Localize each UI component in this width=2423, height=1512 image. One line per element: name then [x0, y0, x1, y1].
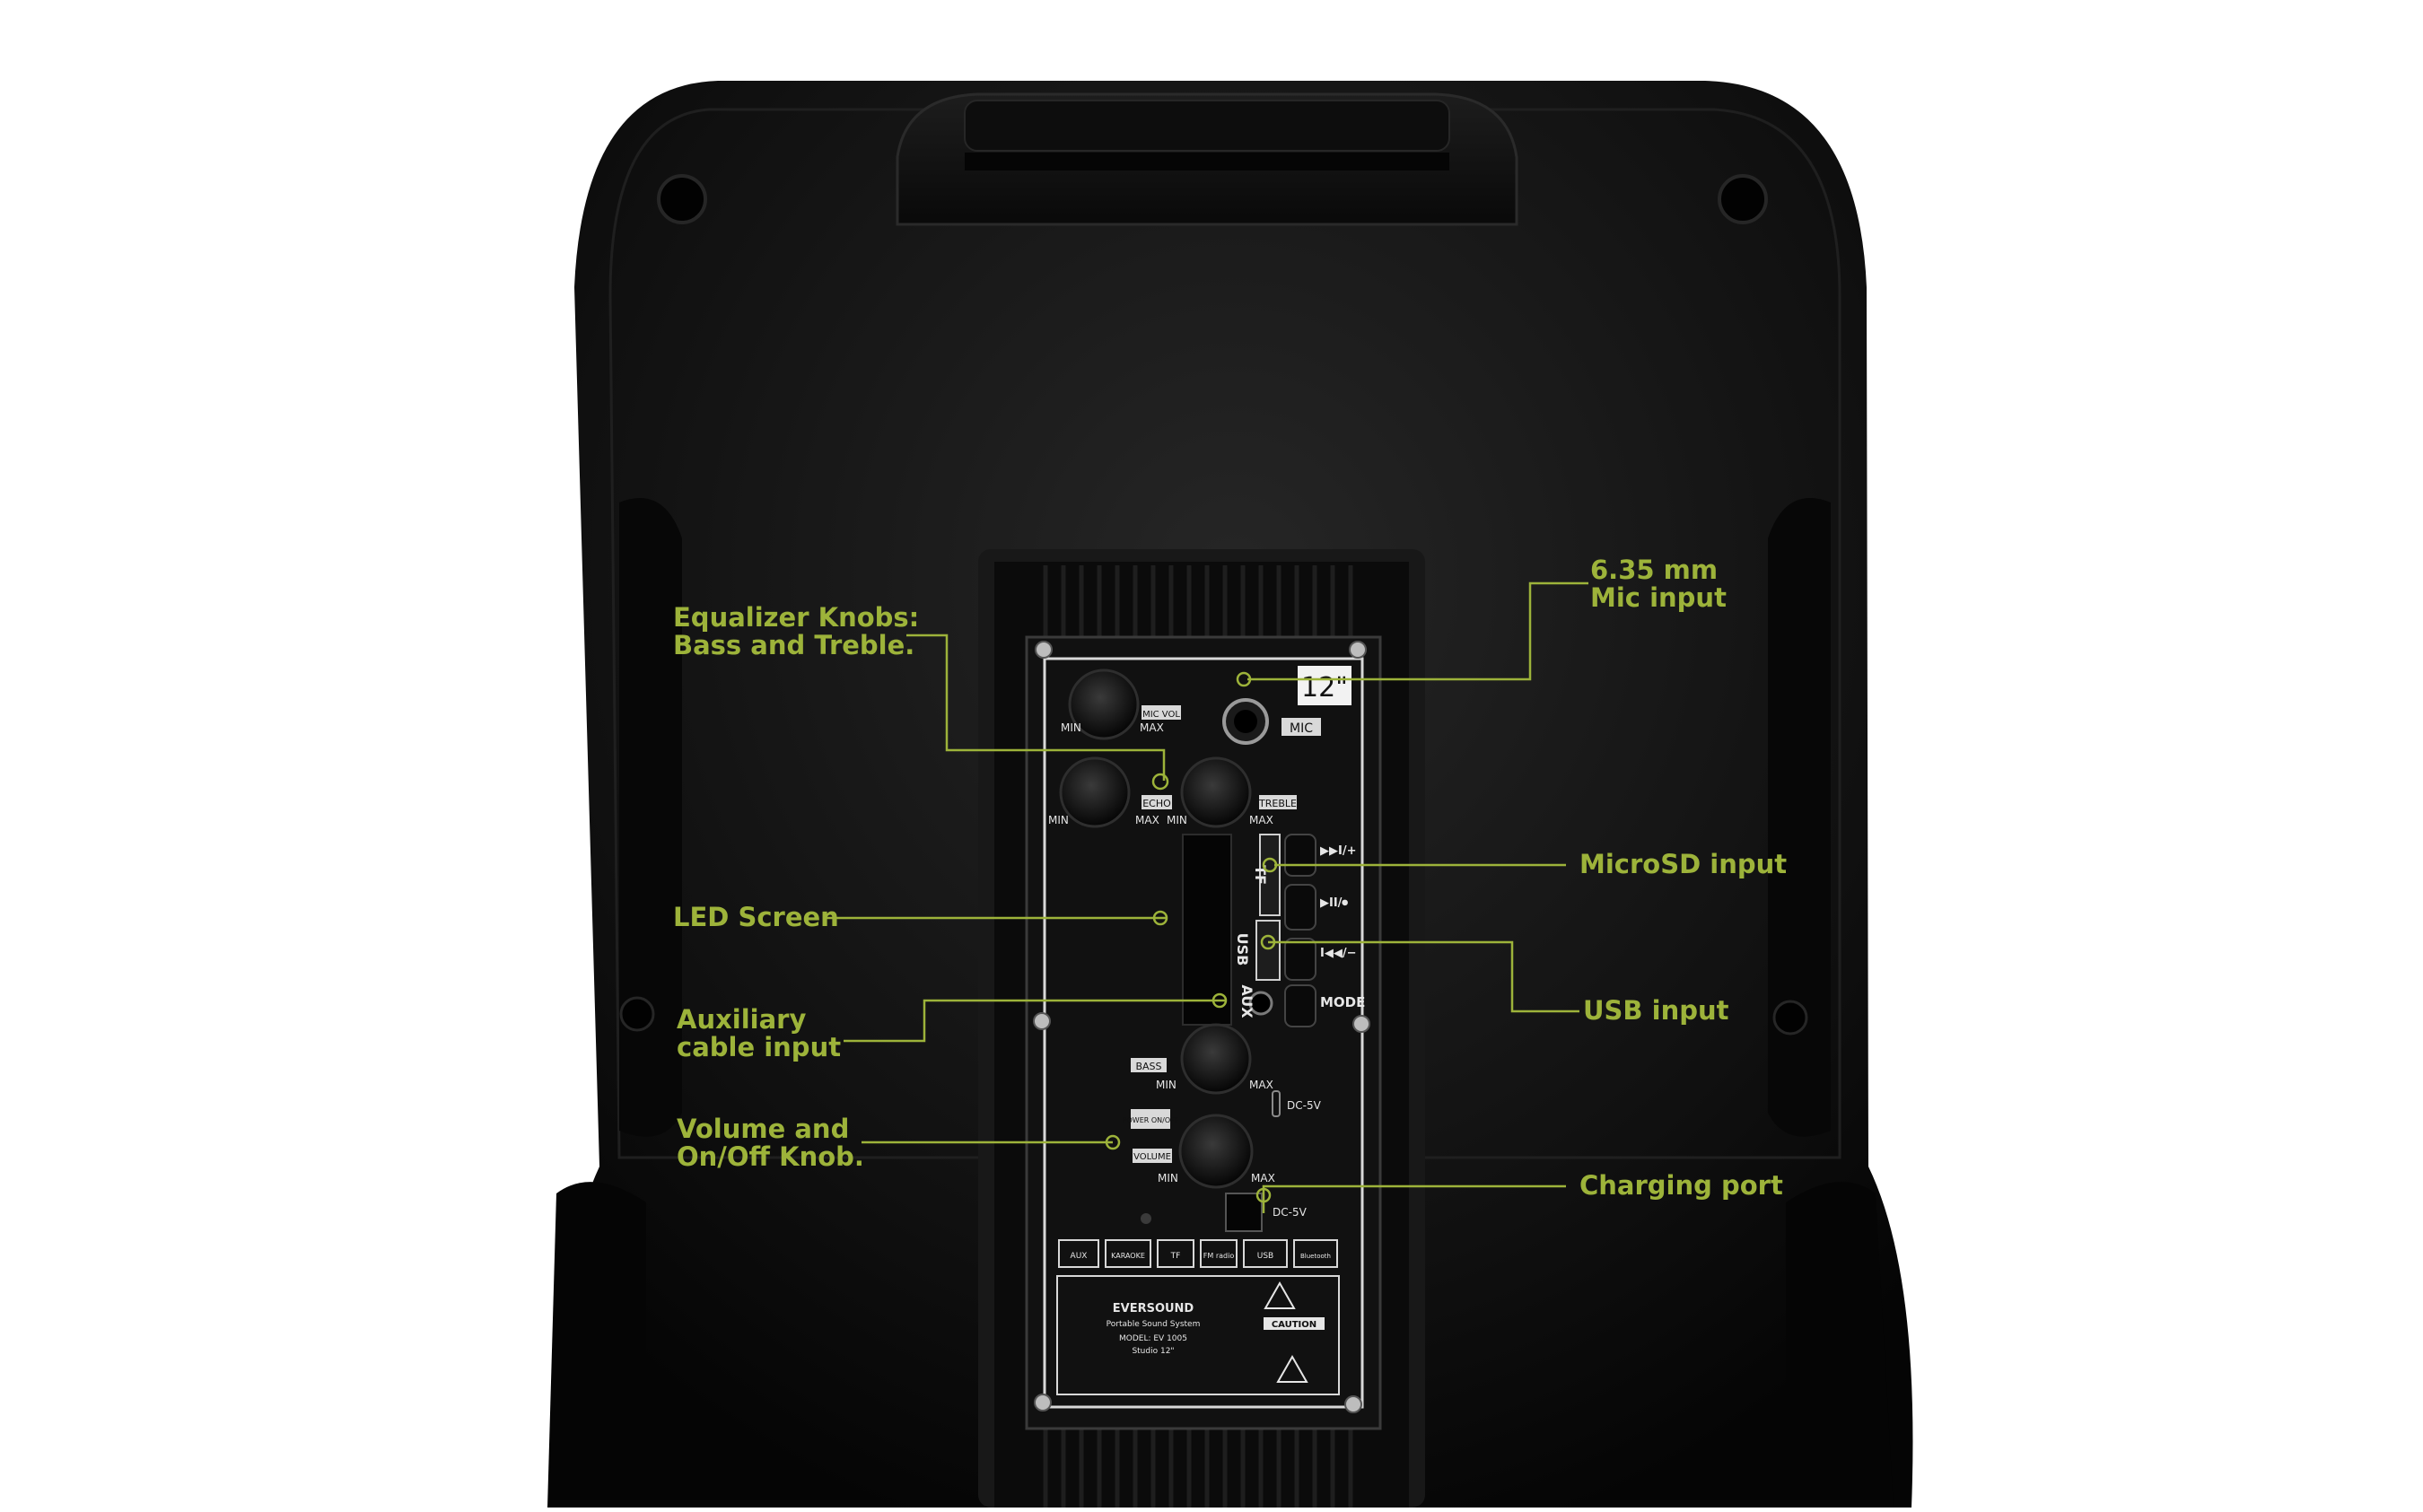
- treble-tag: TREBLE: [1258, 798, 1297, 809]
- product-line: Portable Sound System: [1107, 1320, 1201, 1329]
- next-button[interactable]: [1284, 834, 1316, 877]
- aux-leader: [844, 999, 1225, 1043]
- aux-dot: [1212, 992, 1228, 1009]
- charging-leader: [1262, 1184, 1566, 1213]
- tf-label: TF: [1252, 865, 1269, 885]
- aux-feature-icon: AUX: [1071, 1252, 1088, 1261]
- echo-min: MIN: [1048, 814, 1069, 826]
- warning-icon: [1264, 1280, 1296, 1309]
- dc-label-upper: DC-5V: [1287, 1099, 1322, 1112]
- mic-tag-box: [1281, 718, 1321, 736]
- charging-dot: [1255, 1187, 1272, 1203]
- callout-charging-port: Charging port: [1579, 1170, 1783, 1201]
- model-number: MODEL: EV 1005: [1119, 1334, 1187, 1343]
- equalizer-dot: [1151, 773, 1169, 791]
- bluetooth-feature-icon: Bluetooth: [1300, 1253, 1331, 1260]
- aux-label: AUX: [1238, 984, 1255, 1018]
- power-tag: POWER ON/OFF: [1123, 1116, 1179, 1124]
- volume-knob[interactable]: [1178, 1114, 1254, 1189]
- size-badge: 12": [1301, 672, 1348, 704]
- volume-tag-box: [1133, 1149, 1172, 1163]
- mic-vol-tag-box: [1142, 705, 1181, 720]
- power-tag-box: [1131, 1109, 1170, 1129]
- brand-name: EVERSOUND: [1113, 1302, 1194, 1315]
- echo-tag-box: [1142, 795, 1172, 809]
- echo-tag: ECHO: [1142, 798, 1171, 809]
- bass-max: MAX: [1249, 1079, 1273, 1091]
- mic-dot: [1236, 671, 1252, 687]
- electric-warning-icon: [1276, 1354, 1308, 1383]
- mic-vol-tag: MIC VOL: [1142, 710, 1180, 720]
- microsd-slot[interactable]: [1259, 834, 1281, 916]
- mic-tag: MIC: [1290, 721, 1313, 736]
- volume-dot: [1105, 1134, 1121, 1150]
- callout-lines: [826, 581, 1588, 1213]
- echo-knob[interactable]: [1059, 756, 1131, 828]
- callout-microsd-input: MicroSD input: [1579, 849, 1788, 879]
- play-pause-button[interactable]: [1284, 884, 1316, 931]
- callout-dots: [1105, 671, 1278, 1203]
- mic-leader: [1247, 581, 1588, 681]
- play-label: ▶II/⏺: [1320, 896, 1348, 910]
- indicator-led: [1141, 1213, 1151, 1224]
- treble-knob[interactable]: [1180, 756, 1252, 828]
- control-buttons: [1284, 834, 1316, 1027]
- volume-tag: VOLUME: [1133, 1152, 1171, 1162]
- callout-volume-knob: Volume and On/Off Knob.: [677, 1114, 864, 1172]
- panel-screws: [1033, 641, 1370, 1413]
- next-label: ▶▶I/+: [1320, 844, 1356, 858]
- prev-label: I◀◀/−: [1320, 947, 1356, 960]
- microsd-dot: [1262, 857, 1278, 873]
- bass-knob[interactable]: [1180, 1023, 1252, 1095]
- callout-aux-input: Auxiliary cable input: [677, 1004, 842, 1062]
- callout-led-screen: LED Screen: [673, 902, 839, 932]
- callout-equalizer: Equalizer Knobs: Bass and Treble.: [673, 602, 920, 660]
- led-dot: [1152, 910, 1168, 926]
- callout-usb-input: USB input: [1583, 995, 1729, 1026]
- dc-label-lower: DC-5V: [1273, 1206, 1308, 1219]
- mounting-holes: [619, 174, 1808, 1036]
- info-box: [1056, 1275, 1340, 1395]
- karaoke-feature-icon: KARAOKE: [1111, 1252, 1145, 1260]
- dc-indicator: [1272, 1090, 1281, 1117]
- volume-min: MIN: [1158, 1172, 1178, 1184]
- fm-radio-feature-icon: FM radio: [1203, 1252, 1235, 1260]
- mode-label: MODE: [1320, 994, 1365, 1010]
- mic-jack[interactable]: [1222, 698, 1269, 745]
- usb-dot: [1260, 934, 1276, 950]
- echo-max: MAX: [1135, 814, 1159, 826]
- model-sub: Studio 12": [1132, 1347, 1174, 1356]
- carry-handle: [896, 92, 1518, 226]
- usb-feature-icon: USB: [1257, 1252, 1273, 1261]
- bass-tag: BASS: [1135, 1061, 1161, 1072]
- callout-mic-input: 6.35 mm Mic input: [1590, 555, 1727, 613]
- treble-max: MAX: [1249, 814, 1273, 826]
- aux-jack[interactable]: [1248, 991, 1273, 1016]
- treble-tag-box: [1259, 795, 1297, 809]
- volume-max: MAX: [1251, 1172, 1275, 1184]
- usb-port[interactable]: [1255, 920, 1281, 981]
- caution-label: CAUTION: [1272, 1320, 1316, 1330]
- tf-feature-icon: TF: [1170, 1252, 1181, 1261]
- usb-leader: [1268, 940, 1579, 1013]
- size-badge-box: [1298, 666, 1351, 705]
- feature-icons: [1058, 1239, 1338, 1268]
- usb-label: USB: [1234, 933, 1251, 966]
- led-screen: [1182, 834, 1232, 1026]
- mic-vol-max: MAX: [1140, 721, 1164, 734]
- mic-vol-min: MIN: [1061, 721, 1081, 734]
- bass-min: MIN: [1156, 1079, 1177, 1091]
- treble-min: MIN: [1167, 814, 1187, 826]
- mic-volume-knob[interactable]: [1068, 669, 1140, 740]
- caution-box: [1264, 1317, 1325, 1330]
- mode-button[interactable]: [1284, 984, 1316, 1027]
- charging-port[interactable]: [1225, 1193, 1263, 1232]
- previous-button[interactable]: [1284, 938, 1316, 981]
- bass-tag-box: [1131, 1058, 1167, 1072]
- equalizer-leader: [906, 634, 1166, 781]
